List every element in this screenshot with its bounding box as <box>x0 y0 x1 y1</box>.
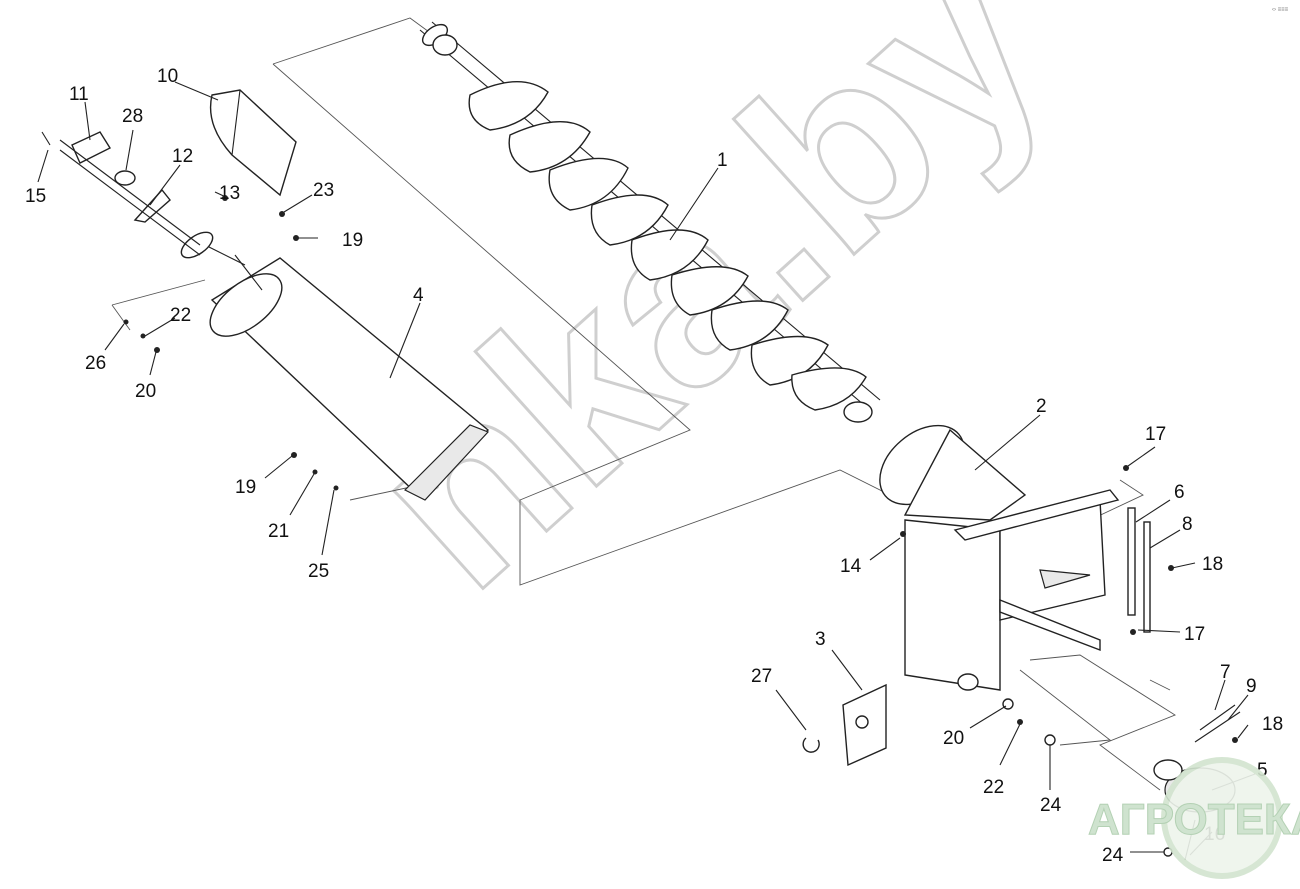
callout-10: 10 <box>157 66 178 87</box>
callout-11: 11 <box>69 84 89 105</box>
corner-mark: ‹› ≡≡≡ <box>1272 7 1289 13</box>
callout-12: 12 <box>172 146 193 167</box>
callout-1: 1 <box>717 150 728 171</box>
callout-23: 23 <box>313 180 334 201</box>
seal-strips <box>1127 507 1151 633</box>
callout-2: 2 <box>1036 396 1047 417</box>
callout-27: 27 <box>751 666 772 687</box>
left-small-parts <box>41 131 201 256</box>
callout-15: 15 <box>25 186 46 207</box>
auger-screw <box>419 21 881 423</box>
callout-22a: 22 <box>170 305 191 326</box>
callout-14: 14 <box>840 556 862 577</box>
callout-19a: 19 <box>235 477 256 498</box>
callout-13: 13 <box>219 183 240 204</box>
callout-20a: 20 <box>135 381 156 402</box>
brand-logo-circle <box>1161 757 1283 879</box>
callout-25: 25 <box>308 561 329 582</box>
callout-8: 8 <box>1182 514 1193 535</box>
callout-9: 9 <box>1246 676 1257 697</box>
callout-18b: 18 <box>1262 714 1283 735</box>
callout-17a: 17 <box>1145 424 1166 445</box>
callout-6: 6 <box>1174 482 1185 503</box>
callout-26: 26 <box>85 353 106 374</box>
callout-24a: 24 <box>1040 795 1062 816</box>
callout-4: 4 <box>413 285 424 306</box>
callout-24b: 24 <box>1102 845 1124 866</box>
callout-5: 5 <box>1257 760 1268 781</box>
housing-assembly <box>879 424 1120 691</box>
callout-21: 21 <box>268 521 289 542</box>
callout-28: 28 <box>122 106 143 127</box>
callout-17b: 17 <box>1184 624 1205 645</box>
guard-part <box>209 89 297 197</box>
callout-20b: 20 <box>943 728 964 749</box>
fastener-dots <box>123 195 1238 743</box>
brand-logo: АГРОТЕКА <box>1088 757 1300 879</box>
callout-7: 7 <box>1220 662 1231 683</box>
assembly-outline-lines <box>111 17 1176 791</box>
auger-tube <box>180 231 490 501</box>
callout-19b: 19 <box>342 230 363 251</box>
cover-plate <box>842 683 887 767</box>
callout-22b: 22 <box>983 777 1004 798</box>
callout-3: 3 <box>815 629 826 650</box>
brand-logo-text: АГРОТЕКА <box>1088 795 1300 844</box>
callout-18a: 18 <box>1202 554 1223 575</box>
